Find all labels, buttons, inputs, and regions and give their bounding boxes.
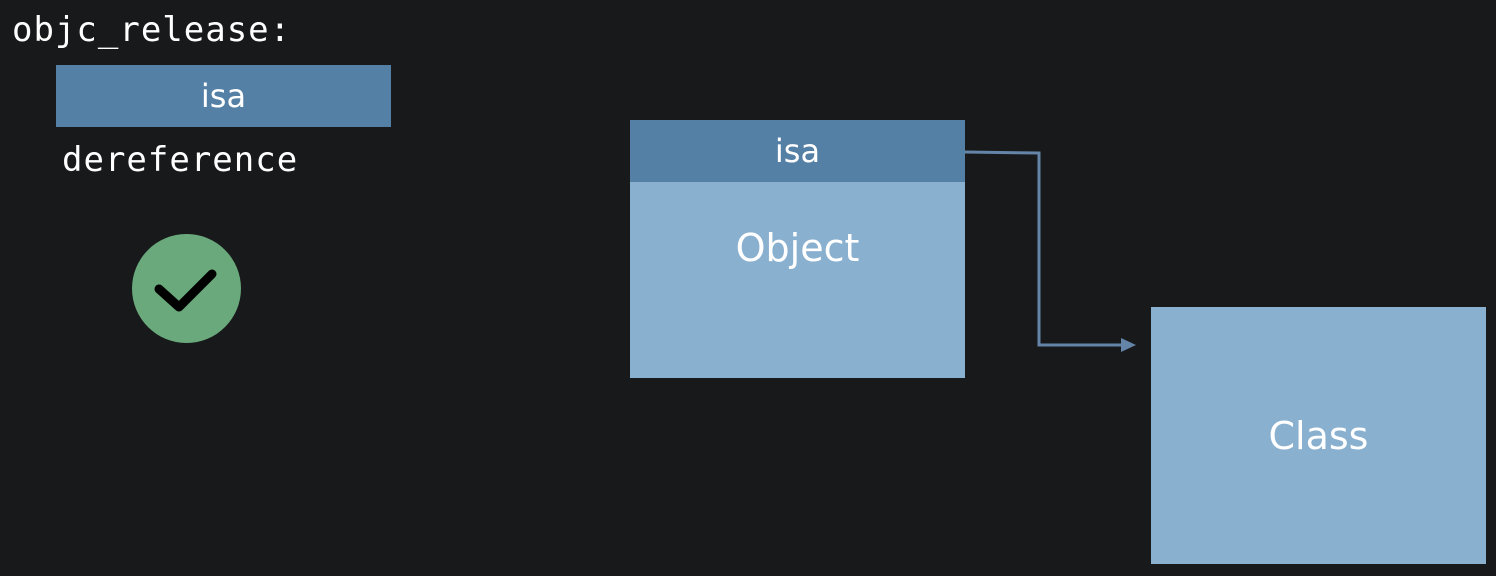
function-label: objc_release: (12, 10, 292, 50)
object-isa-field: isa (630, 120, 965, 182)
dereference-label: dereference (62, 140, 299, 180)
isa-field-label: isa (200, 77, 247, 115)
object-isa-label: isa (774, 132, 821, 170)
object-box: isa Object (630, 120, 965, 378)
class-box: Class (1151, 307, 1486, 564)
class-label: Class (1268, 413, 1369, 458)
isa-field-bar: isa (56, 65, 391, 127)
checkmark-icon (132, 234, 241, 343)
object-label: Object (735, 226, 860, 270)
